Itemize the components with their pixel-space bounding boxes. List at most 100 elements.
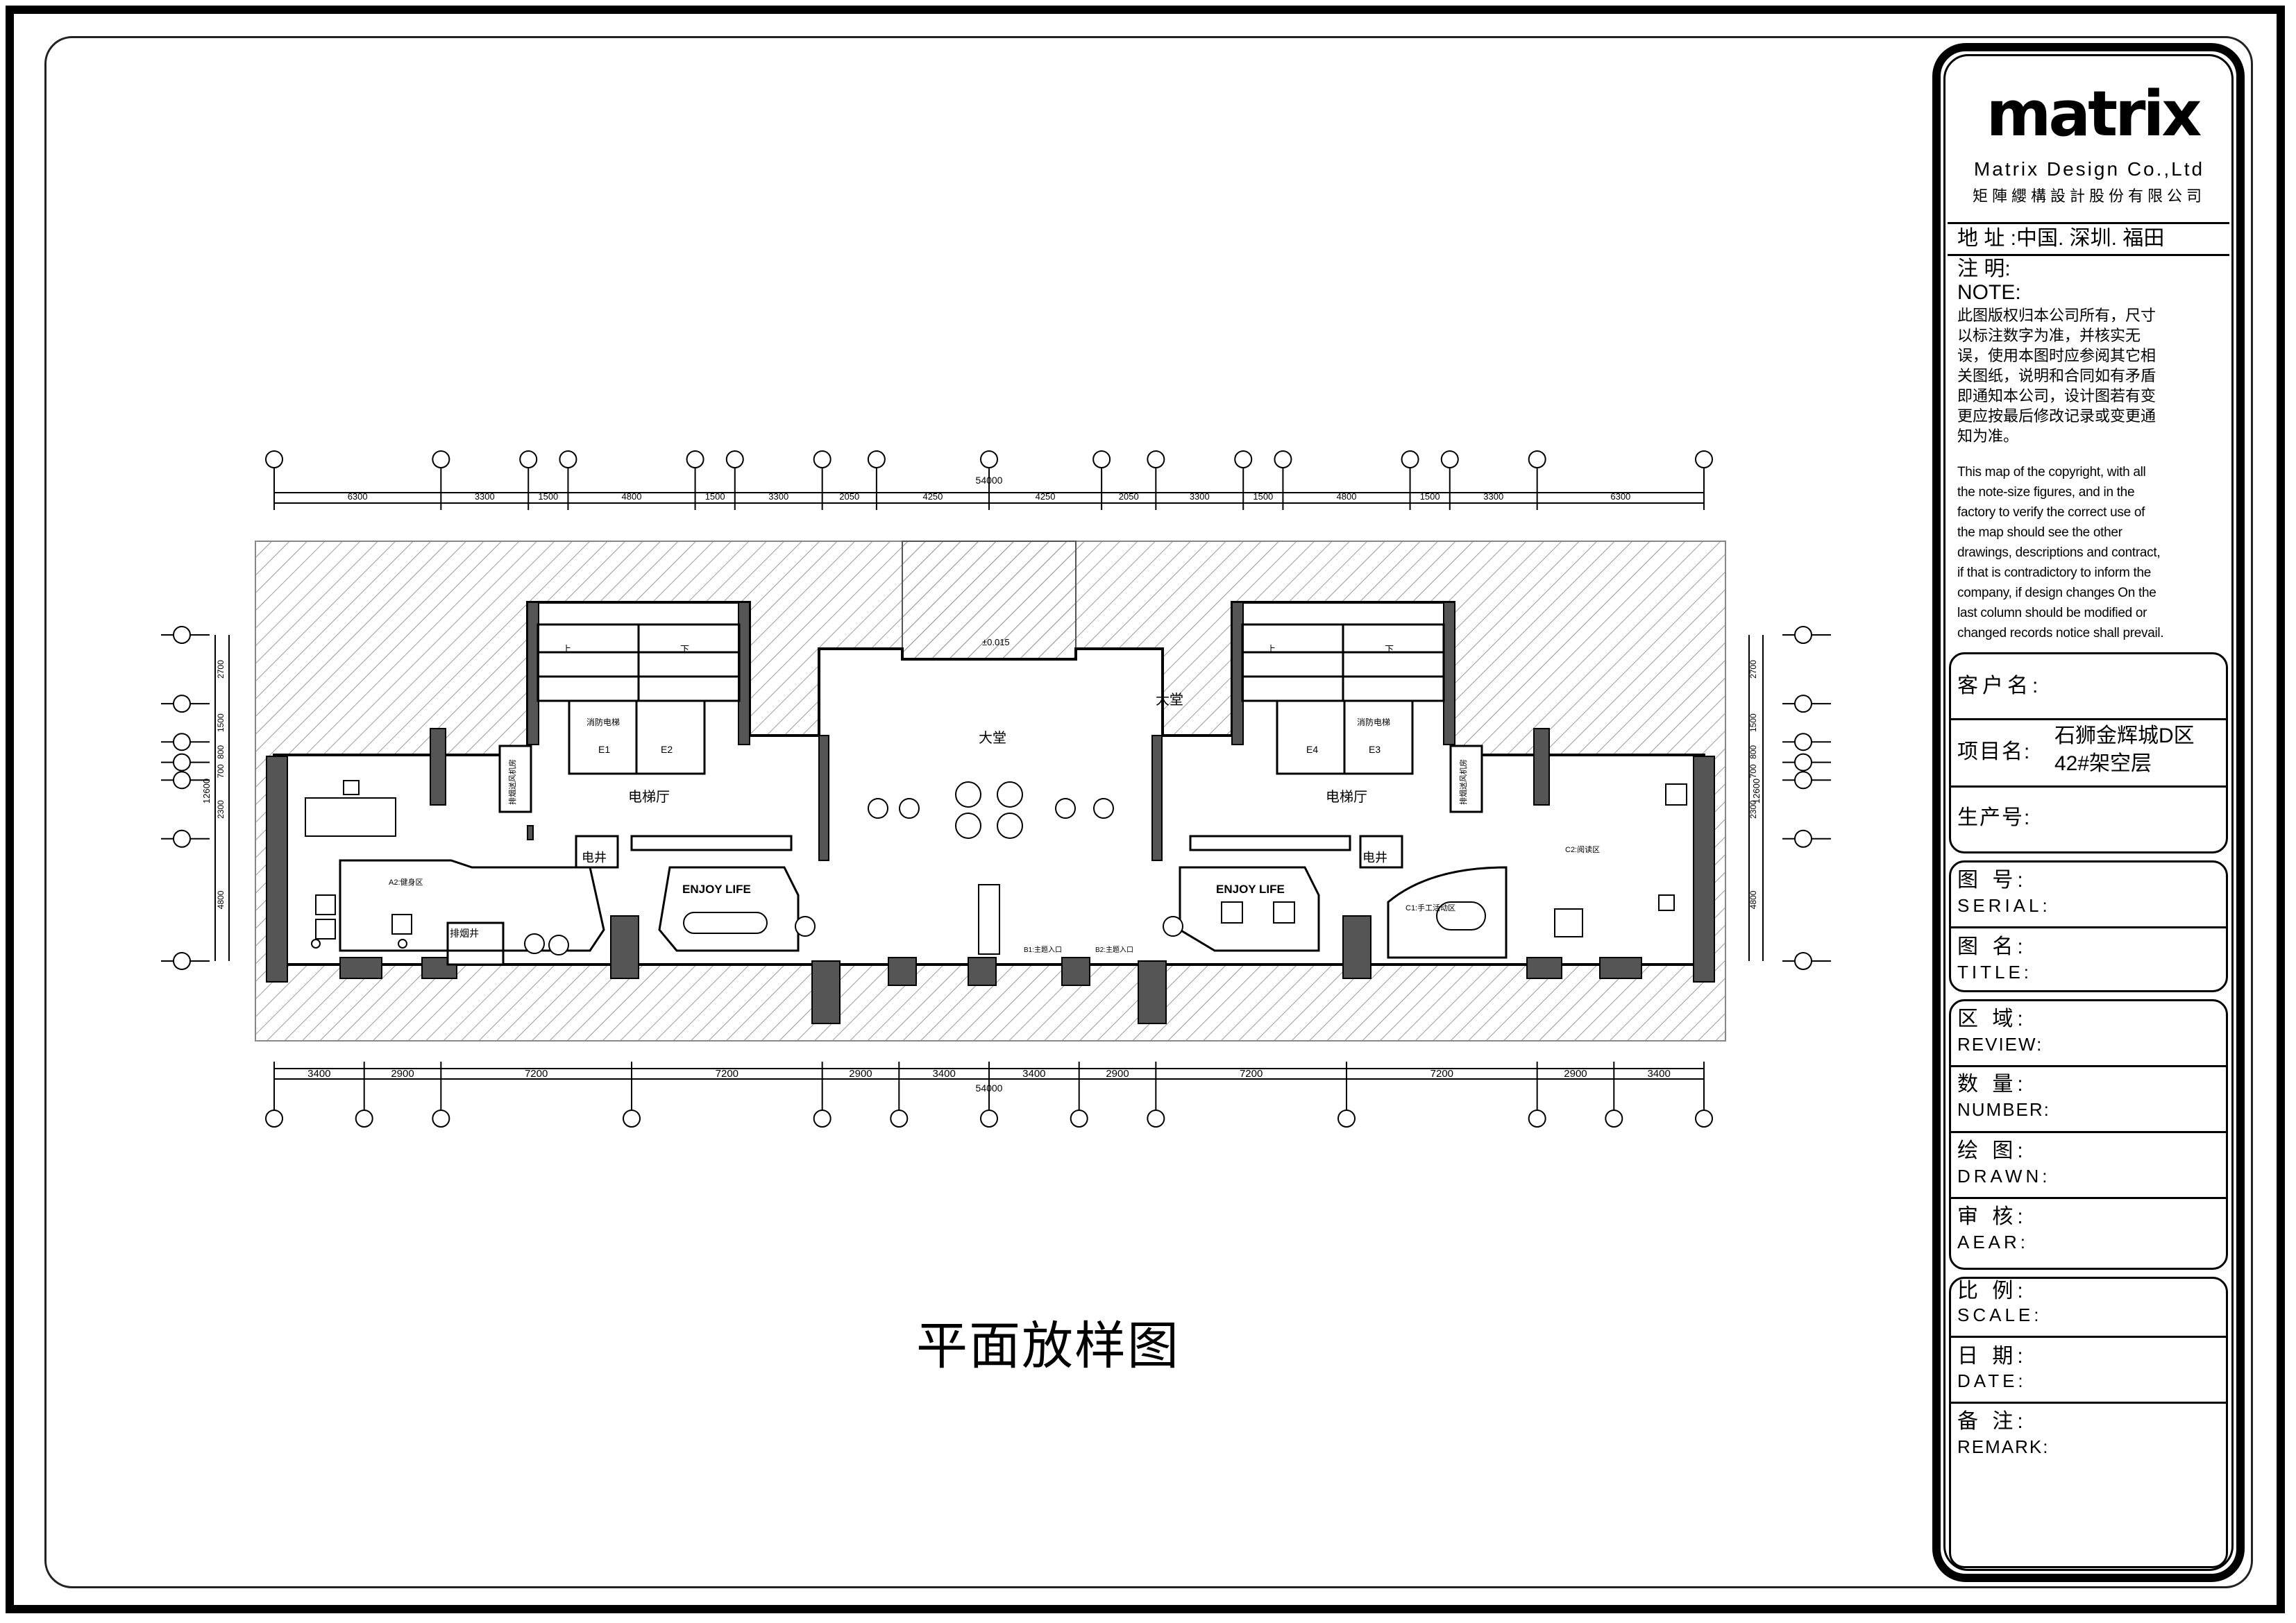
axis-bubble — [1147, 1110, 1165, 1128]
top-dimension-label: 3300 — [1190, 491, 1210, 502]
top-dimension-label: 1500 — [705, 491, 725, 502]
aear-label-cn: 审 核: — [1957, 1205, 2027, 1228]
axis-bubble — [867, 450, 886, 468]
axis-bubble — [1337, 1110, 1356, 1128]
scale-date-box — [1949, 1277, 2228, 1568]
note-cn-line: 此图版权归本公司所有，尺寸 — [1957, 307, 2156, 324]
label-fire-elevator-right: 消防电梯 — [1357, 717, 1390, 727]
bottom-dimension-label: 2900 — [1564, 1068, 1587, 1080]
axis-markers-top — [265, 450, 1713, 510]
axis-bubble — [1794, 771, 1812, 790]
fitness-furniture — [305, 780, 569, 955]
label-smoke-shaft: 排烟井 — [450, 928, 479, 939]
drawing-title: 平面放样图 — [916, 1316, 1180, 1376]
axis-bubble — [265, 1110, 283, 1128]
axis-bubble — [686, 450, 704, 468]
bottom-dimension-label: 7200 — [716, 1068, 738, 1080]
note-en-line: changed records notice shall prevail. — [1957, 626, 2164, 640]
note-en-line: if that is contradictory to inform the — [1957, 566, 2151, 580]
axis-bubble — [980, 450, 998, 468]
entrance-canopy-hatch — [902, 541, 1077, 660]
company-name-en: Matrix Design Co.,Ltd — [1973, 158, 2205, 180]
side-dimension-label: 800 — [1748, 745, 1758, 759]
bottom-dimension-label: 2900 — [849, 1068, 872, 1080]
divider — [1949, 718, 2228, 720]
stair-up-label-left: 上 — [562, 644, 571, 654]
axis-bubble — [1528, 1110, 1546, 1128]
axis-bubble — [813, 450, 832, 468]
axis-markers-left — [161, 626, 210, 970]
top-total-dimension: 54000 — [976, 475, 1003, 486]
top-dimension-label: 2050 — [1119, 491, 1139, 502]
label-entrance-1: B1:主题入口 — [1024, 946, 1062, 954]
top-dimension-label: 1500 — [538, 491, 558, 502]
project-label: 项目名: — [1957, 740, 2032, 763]
company-name-cn: 矩陣纓構設計股份有限公司 — [1972, 188, 2206, 205]
top-dimension-label: 4800 — [1337, 491, 1357, 502]
note-en-line: factory to verify the correct use of — [1957, 505, 2145, 520]
top-dimension-label: 3300 — [1483, 491, 1503, 502]
note-cn: 此图版权归本公司所有，尺寸 以标注数字为准，并核实无 误，使用本图时应参阅其它相… — [1957, 305, 2166, 446]
axis-bubble — [432, 450, 450, 468]
note-cn-line: 知为准。 — [1957, 427, 2019, 445]
axis-bubble — [813, 1110, 832, 1128]
label-shaft-right: 电井 — [1362, 851, 1387, 865]
number-label-cn: 数 量: — [1957, 1073, 2027, 1096]
drawn-label-cn: 绘 图: — [1957, 1139, 2027, 1162]
scale-label-cn: 比 例: — [1957, 1280, 2027, 1302]
note-cn-line: 更应按最后修改记录或变更通 — [1957, 407, 2156, 425]
title-block-inner — [1943, 54, 2234, 1571]
label-shaft-left: 电井 — [582, 851, 607, 865]
axis-bubble — [173, 695, 191, 713]
production-label: 生产号: — [1957, 806, 2032, 829]
number-label-en: NUMBER: — [1957, 1099, 2050, 1120]
note-en-line: the note-size figures, and in the — [1957, 485, 2135, 500]
axis-bubble — [1092, 450, 1111, 468]
bottom-dimension-label: 3400 — [1647, 1068, 1670, 1080]
bottom-dimension-label: 7200 — [1240, 1068, 1263, 1080]
axis-bubble — [173, 771, 191, 790]
label-activity: C1:手工活动区 — [1406, 903, 1455, 912]
side-dimension-label: 700 — [216, 764, 226, 778]
axis-bubble — [725, 450, 744, 468]
top-dimension-label: 6300 — [348, 491, 368, 502]
divider — [1949, 1336, 2228, 1338]
axis-bubble — [623, 1110, 641, 1128]
axis-bubble — [559, 450, 577, 468]
review-label-cn: 区 域: — [1957, 1008, 2027, 1030]
label-elevator-e4: E4 — [1306, 744, 1318, 755]
axis-bubble — [1147, 450, 1165, 468]
service-rooms — [446, 745, 1483, 966]
side-dimension-label: 1500 — [1748, 713, 1758, 732]
note-en-line: This map of the copyright, with all — [1957, 465, 2146, 479]
inner-frame — [44, 36, 2253, 1588]
title-label-en: TITLE: — [1957, 962, 2033, 983]
label-elevator-e3: E3 — [1369, 744, 1381, 755]
label-elevator-e1: E1 — [598, 744, 610, 755]
axis-bubble — [1794, 952, 1812, 970]
axis-bubble — [173, 753, 191, 772]
project-value-2: 42#架空层 — [2054, 752, 2152, 775]
level-mark: ±0.015 — [982, 637, 1010, 647]
side-dimension-label: 2300 — [216, 800, 226, 819]
project-info-box — [1949, 652, 2228, 853]
label-elevator-e2: E2 — [661, 744, 673, 755]
axis-bubble — [1605, 1110, 1623, 1128]
label-entrance-2: B2:主题入口 — [1095, 946, 1133, 954]
label-elevator-hall-left: 电梯厅 — [628, 789, 670, 805]
label-fan-room-right: 排烟送风机房 — [1458, 759, 1468, 805]
title-label-cn: 图 名: — [1957, 935, 2027, 958]
axis-bubble — [265, 450, 283, 468]
title-block — [1932, 43, 2245, 1582]
date-label-en: DATE: — [1957, 1370, 2027, 1391]
label-lobby-right: 大堂 — [1156, 692, 1183, 708]
axis-bubble — [890, 1110, 909, 1128]
bottom-dimension-label: 7200 — [1430, 1068, 1453, 1080]
note-en: This map of the copyright, with all the … — [1957, 462, 2179, 643]
company-logo: matrix — [1986, 78, 2202, 151]
note-cn-line: 关图纸，说明和合同如有矛盾 — [1957, 367, 2156, 384]
axis-bubble — [355, 1110, 373, 1128]
axis-markers-bottom — [265, 1062, 1713, 1128]
